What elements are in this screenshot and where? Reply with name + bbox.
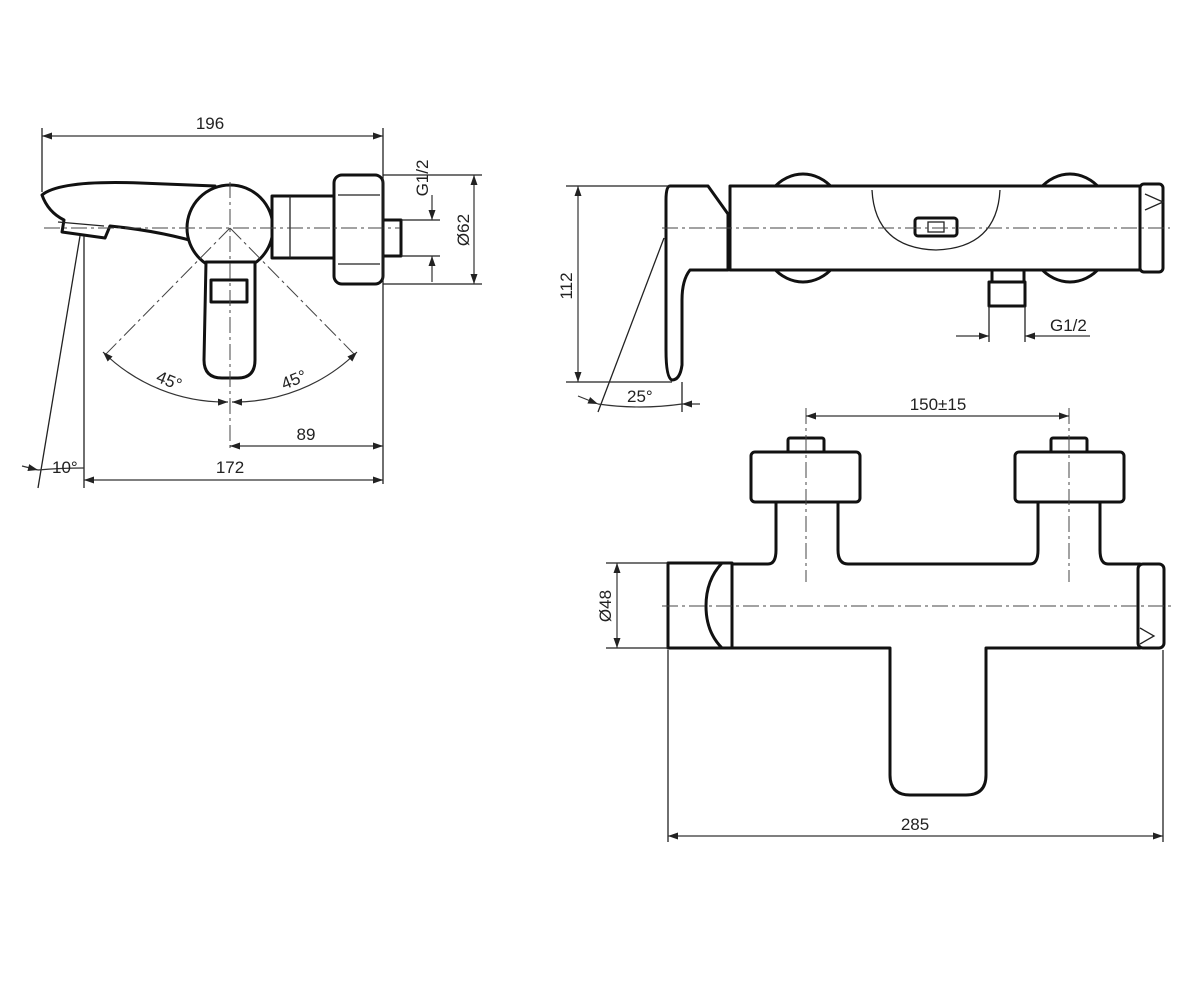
connector-neck: [270, 194, 336, 260]
dim-side-spout-angle: 10°: [52, 458, 78, 477]
lever-grip: [209, 278, 249, 304]
dim-side-flange-diameter: Ø62: [454, 214, 473, 246]
dim-side-spout-reach: 172: [216, 458, 244, 477]
dim-side-lever-angle-left: 45°: [154, 367, 185, 394]
dim-side-overall-width: 196: [196, 114, 224, 133]
wall-flange: [332, 173, 385, 286]
dim-top-tilt-angle: 25°: [627, 387, 653, 406]
dim-front-centers: 150±15: [910, 395, 967, 414]
dim-side-inlet-thread: G1/2: [413, 160, 432, 197]
dim-front-body-diameter: Ø48: [596, 590, 615, 622]
spout-outlet: [57, 221, 105, 227]
top-view: 112 25° G1/2: [557, 172, 1170, 413]
lever-top: [664, 184, 730, 382]
dim-front-overall-width: 285: [901, 815, 929, 834]
inlet-nipple: [381, 218, 403, 258]
dim-top-outlet-thread: G1/2: [1050, 316, 1087, 335]
outlet-nut: [987, 280, 1027, 308]
body-front: [728, 500, 1142, 797]
dim-side-lever-angle-right: 45°: [278, 366, 309, 393]
side-view: 196 G1/2 Ø62 45° 45° 89 172 10°: [21, 114, 482, 489]
dim-top-height: 112: [557, 272, 576, 299]
spout: [40, 181, 217, 250]
front-view: 150±15 Ø48 285: [596, 395, 1175, 842]
indicator: [913, 216, 959, 238]
dim-side-lever-offset: 89: [297, 425, 316, 444]
